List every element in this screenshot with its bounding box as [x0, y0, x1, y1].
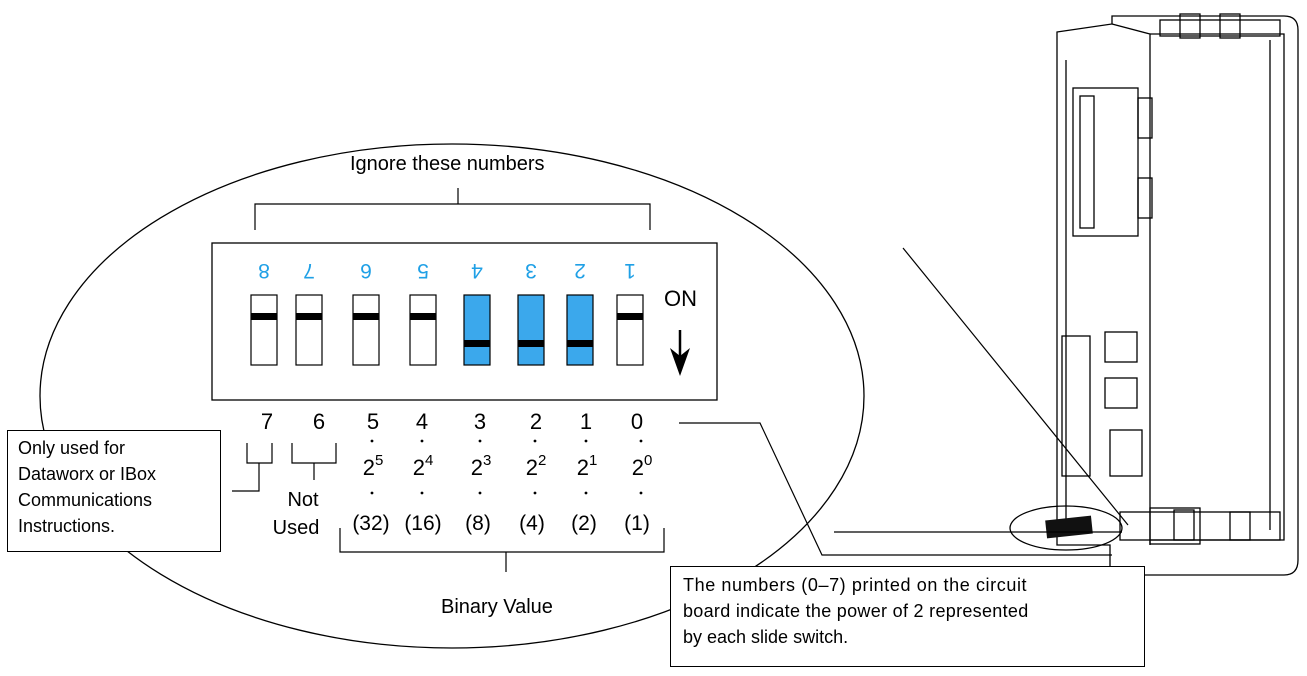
- not-used-label: Not Used: [268, 486, 338, 542]
- magnification-ellipse: [39, 143, 865, 649]
- dip-switch-lever: [353, 313, 379, 320]
- power-base: 2: [470, 455, 483, 480]
- power-of-two: 25: [353, 453, 393, 480]
- binary-value-label: Binary Value: [441, 596, 553, 618]
- on-arrow-head: [670, 348, 690, 376]
- power-base: 2: [362, 455, 375, 480]
- separator-dot: [420, 439, 424, 443]
- numbers-callout-line: [679, 422, 1112, 556]
- dip-switch-lever: [518, 340, 544, 347]
- dot-group: [370, 439, 643, 495]
- bit-digit: 2: [529, 409, 543, 434]
- power-of-two: 20: [622, 453, 662, 480]
- dip-switch-slot[interactable]: [566, 294, 594, 366]
- bit-digit: 6: [312, 409, 326, 434]
- binary-value: (2): [571, 512, 597, 535]
- binary-value: (1): [624, 512, 650, 535]
- separator-dot: [533, 439, 537, 443]
- zoom-line-top: [902, 247, 1129, 526]
- dip-switch-slot[interactable]: [517, 294, 545, 366]
- power-base: 2: [525, 455, 538, 480]
- switch-number: 3: [525, 259, 537, 282]
- numbers-note-line: board indicate the power of 2 represente…: [683, 601, 1029, 621]
- separator-dot: [478, 491, 482, 495]
- separator-dot: [584, 491, 588, 495]
- switch-group: [250, 294, 644, 366]
- separator-dot: [584, 439, 588, 443]
- bit7-bracket: [232, 443, 273, 492]
- power-of-two: 24: [403, 453, 443, 480]
- ignore-bracket: [254, 188, 651, 230]
- numbers-note-line: The numbers (0–7) printed on the circuit: [683, 575, 1028, 595]
- dip-switch-slot[interactable]: [409, 294, 437, 366]
- bit-digit: 1: [579, 409, 593, 434]
- numbers-note-box: The numbers (0–7) printed on the circuit…: [670, 566, 1145, 667]
- dip-switch-lever: [567, 340, 593, 347]
- switch-number: 4: [471, 259, 483, 282]
- switch-number: 1: [624, 259, 636, 282]
- only-used-line: Only used for: [18, 438, 126, 458]
- module-switch-block: [1045, 515, 1093, 539]
- dip-switch-lever: [617, 313, 643, 320]
- power-exponent: 1: [588, 451, 598, 469]
- power-exponent: 3: [482, 451, 492, 469]
- ignore-label: Ignore these numbers: [350, 153, 545, 175]
- power-base: 2: [631, 455, 644, 480]
- only-used-line: Instructions.: [18, 516, 116, 536]
- power-exponent: 4: [424, 451, 434, 469]
- dip-switch-lever: [251, 313, 277, 320]
- bit-digit: 4: [415, 409, 429, 434]
- switch-number: 7: [303, 259, 315, 282]
- binary-value: (8): [465, 512, 491, 535]
- dip-switch-lever: [296, 313, 322, 320]
- dip-switch-slot[interactable]: [616, 294, 644, 366]
- power-base: 2: [412, 455, 425, 480]
- separator-dot: [370, 439, 374, 443]
- power-of-two: 22: [516, 453, 556, 480]
- power-base: 2: [576, 455, 589, 480]
- switch-number: 2: [574, 259, 586, 282]
- dip-switch-slot[interactable]: [295, 294, 323, 366]
- switch-number: 5: [417, 259, 429, 282]
- binary-value-bracket: [339, 528, 665, 572]
- power-exponent: 5: [374, 451, 384, 469]
- dip-switch-slot[interactable]: [352, 294, 380, 366]
- power-exponent: 0: [643, 451, 653, 469]
- bit-digit: 3: [473, 409, 487, 434]
- separator-dot: [420, 491, 424, 495]
- separator-dot: [533, 491, 537, 495]
- on-label: ON: [664, 286, 697, 311]
- bit-digit: 0: [630, 409, 644, 434]
- module-drawing: [1056, 13, 1299, 576]
- power-of-two: 23: [461, 453, 501, 480]
- dip-switch-lever: [464, 340, 490, 347]
- binary-value: (4): [519, 512, 545, 535]
- not-used-line1: Not: [287, 489, 319, 511]
- switch-number: 6: [360, 259, 372, 282]
- bit6-bracket: [291, 443, 337, 480]
- dip-switch-slot[interactable]: [250, 294, 278, 366]
- dip-switch-lever: [410, 313, 436, 320]
- power-of-two: 21: [567, 453, 607, 480]
- numbers-note-line: by each slide switch.: [683, 627, 849, 647]
- dip-switch-slot[interactable]: [463, 294, 491, 366]
- separator-dot: [639, 439, 643, 443]
- binary-value: (32): [352, 512, 390, 535]
- not-used-line2: Used: [272, 517, 320, 539]
- only-used-line: Communications: [18, 490, 153, 510]
- separator-dot: [478, 439, 482, 443]
- binary-value: (16): [404, 512, 442, 535]
- switch-location-ellipse: [1009, 505, 1123, 551]
- bit-digit: 7: [260, 409, 274, 434]
- power-exponent: 2: [537, 451, 547, 469]
- bit-digit: 5: [366, 409, 380, 434]
- separator-dot: [370, 491, 374, 495]
- separator-dot: [639, 491, 643, 495]
- switch-number: 8: [258, 259, 270, 282]
- only-used-line: Dataworx or IBox: [18, 464, 157, 484]
- only-used-box: Only used for Dataworx or IBox Communica…: [7, 430, 221, 552]
